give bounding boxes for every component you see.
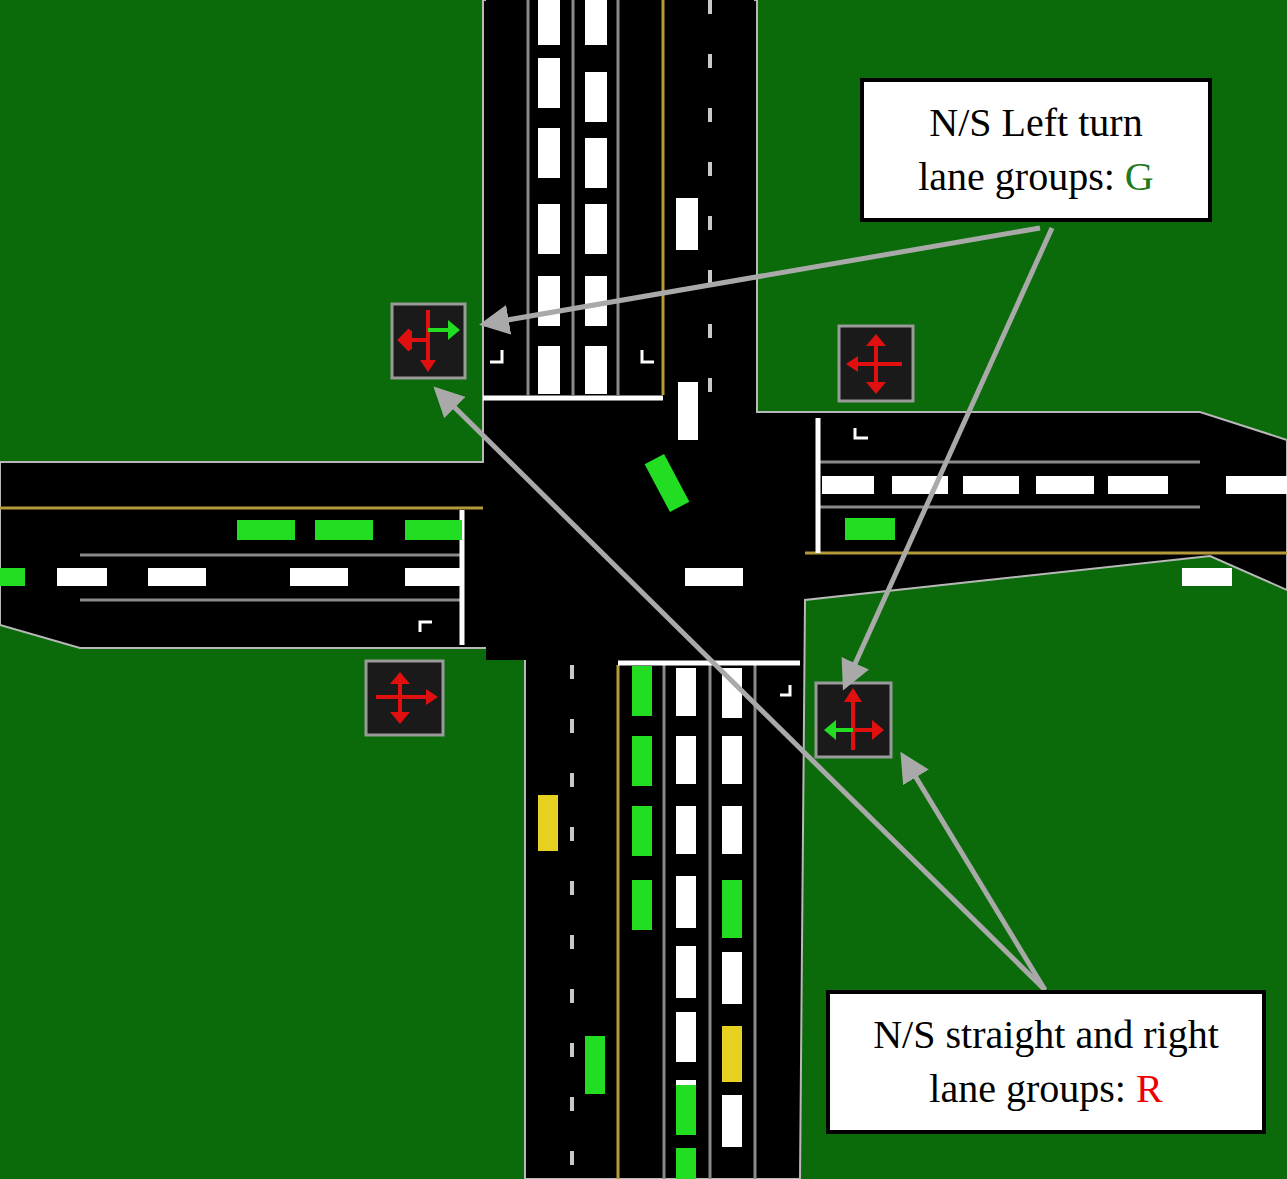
- lane-dash: [570, 665, 574, 1179]
- signal-state: G: [1125, 154, 1154, 199]
- lane-line: [664, 665, 755, 1179]
- callout-box: N/S Left turn lane groups:G: [860, 78, 1212, 222]
- callout-box: N/S straight and right lane groups:R: [826, 990, 1266, 1134]
- callout-text: N/S straight and right lane groups:: [873, 1012, 1219, 1111]
- road-fill: [486, 415, 802, 655]
- leader-line: [437, 228, 1052, 990]
- stop-line: [816, 418, 821, 553]
- lane-line: [820, 462, 1200, 507]
- stop-line: [483, 396, 663, 401]
- lane-line: [80, 555, 460, 600]
- signal-head: [839, 326, 913, 401]
- lane-line: [528, 0, 618, 395]
- center-line: [0, 507, 483, 510]
- callout-text: N/S Left turn lane groups:: [918, 100, 1142, 199]
- center-line: [617, 665, 620, 1179]
- signal-head: [392, 304, 465, 378]
- vehicle: [57, 0, 1287, 1147]
- turn-arrow-marking: [420, 350, 868, 695]
- signal-state: R: [1136, 1066, 1163, 1111]
- vehicle: [538, 795, 742, 1082]
- signal-head: [816, 683, 891, 757]
- center-line: [805, 552, 1287, 555]
- lane-dash: [708, 0, 712, 400]
- vehicle: [0, 454, 895, 1179]
- center-line: [662, 0, 665, 395]
- signal-head: [366, 661, 443, 735]
